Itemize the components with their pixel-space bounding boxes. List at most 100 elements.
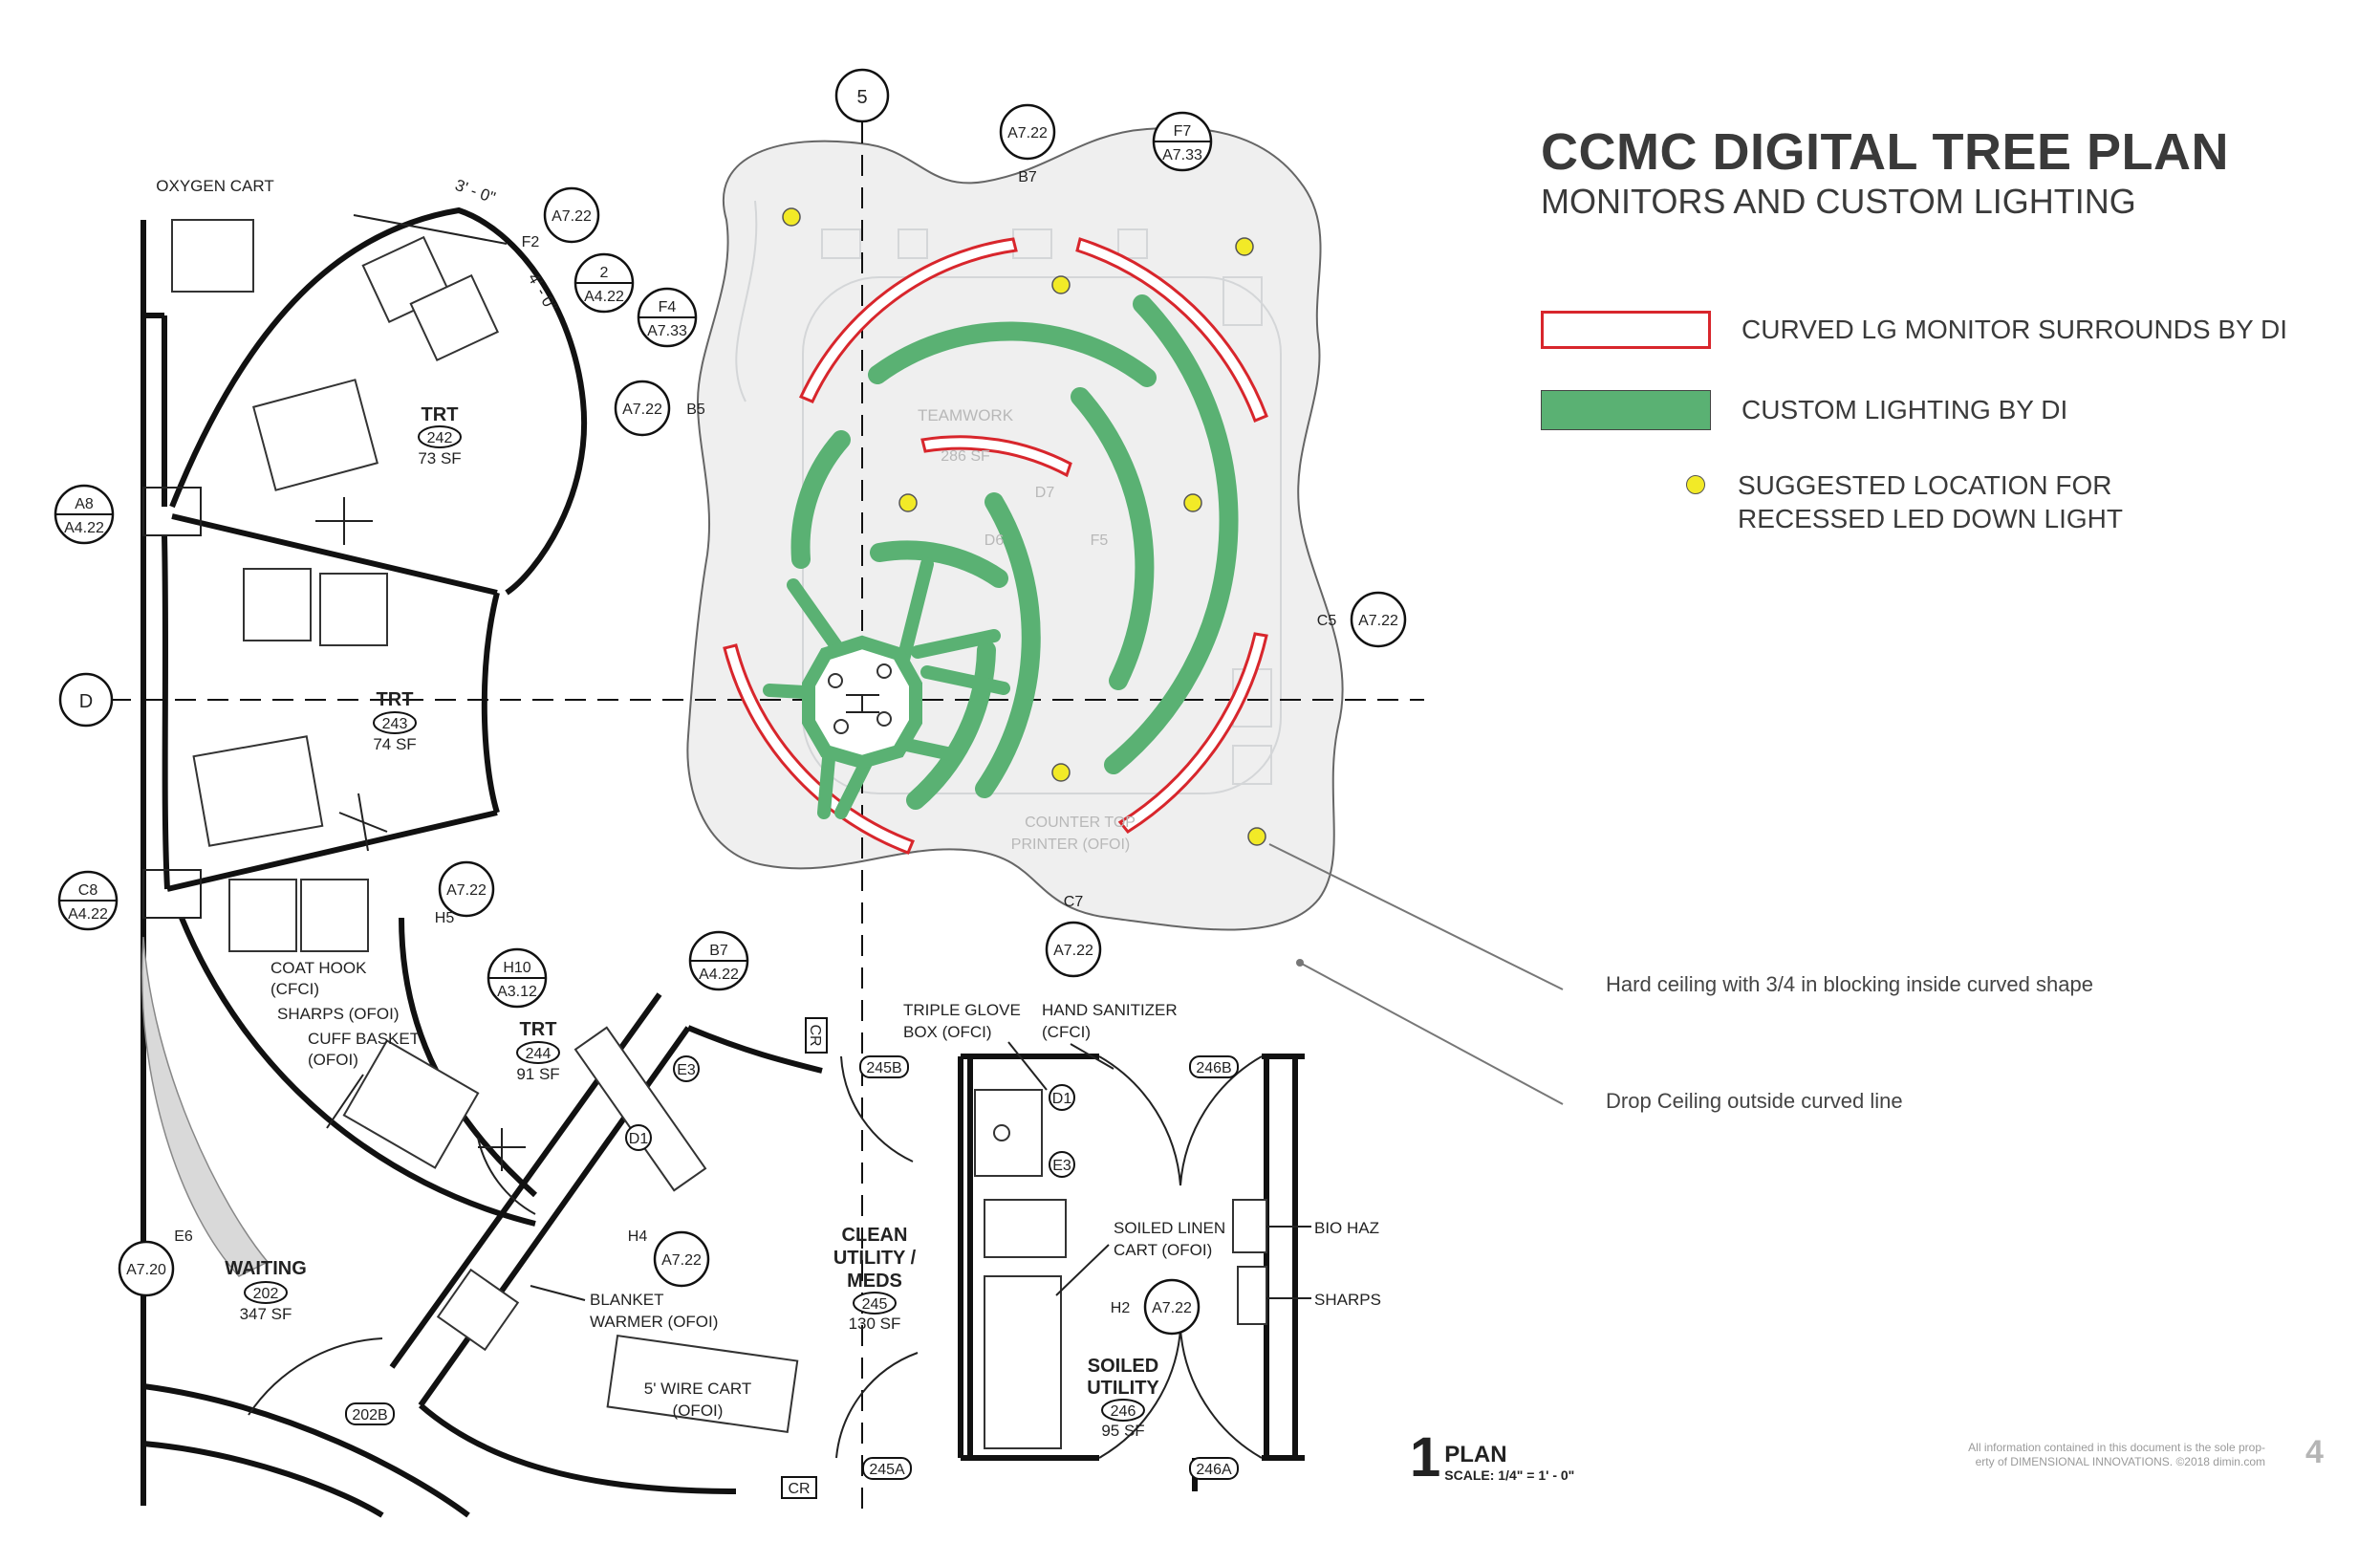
lighting-arc-3 [1104, 294, 1239, 774]
tag-b7-lower-sheet: A4.22 [699, 967, 739, 983]
monitor-surrounds [723, 237, 1268, 855]
note-soiled-linen-2: CART (OFOI) [1114, 1241, 1212, 1259]
tag-e3-right: E3 [1052, 1158, 1071, 1174]
page-title: CCMC DIGITAL TREE PLAN [1541, 123, 2229, 181]
tag-a722-h4: A7.22 [661, 1252, 702, 1269]
grid-bubble-5 [834, 68, 890, 123]
legend-swatch-monitor [1541, 311, 1711, 349]
monitor-surround-top-right [1075, 237, 1268, 423]
tag-a8-sheet: A4.22 [64, 520, 104, 536]
walls-left-wing [141, 206, 823, 1518]
room-trt243: TRT 243 74 SF [373, 689, 417, 753]
lighting-arc-6 [975, 492, 1041, 798]
tag-a722-h5: A7.22 [446, 882, 487, 899]
room-name-2: UTILITY [1087, 1378, 1159, 1399]
room-number: 202 [253, 1286, 279, 1302]
room-soiled-utility: SOILED UTILITY 246 95 SF [1087, 1356, 1159, 1440]
trt244-door-swing [477, 1137, 536, 1215]
legend-item-lighting: CUSTOM LIGHTING BY DI [1541, 388, 2363, 432]
room-area: 95 SF [1101, 1422, 1144, 1440]
plan-text: PLAN SCALE: 1/4" = 1' - 0" [1444, 1444, 1574, 1484]
room-name-1: SOILED [1088, 1356, 1158, 1377]
tag-cr-bottom: CR [788, 1481, 810, 1497]
room-clean-utility: CLEAN UTILITY / MEDS 245 130 SF [833, 1225, 917, 1333]
note-wire-cart: 5' WIRE CART [644, 1380, 752, 1398]
note-bio-haz: BIO HAZ [1314, 1219, 1379, 1237]
note-hand-sanitizer-2: (CFCI) [1042, 1023, 1091, 1041]
door-tags: 245B 246B 245A 246A 202B CR CR [345, 1017, 1239, 1499]
door-245a: 245A [869, 1462, 905, 1478]
printer-label-1: COUNTER TOP [1025, 815, 1136, 831]
legend-label-downlight-2: RECESSED LED DOWN LIGHT [1738, 504, 2123, 533]
legend-swatch-downlight [1686, 475, 1705, 494]
monitor-surround-top-left [798, 237, 1018, 403]
copyright-line-2: erty of DIMENSIONAL INNOVATIONS. ©2018 d… [1975, 1455, 2265, 1468]
trt244-furniture [228, 879, 526, 1171]
tag-c8-sheet: A4.22 [68, 906, 108, 923]
printer-label-2: PRINTER (OFOI) [1011, 837, 1130, 853]
room-area: 91 SF [516, 1065, 559, 1083]
note-blanket-warmer-2: WARMER (OFOI) [590, 1313, 718, 1331]
copyright-line-1: All information contained in this docume… [1968, 1441, 2265, 1454]
section-tags: A8 A4.22 C8 A4.22 B7 A4.22 H10 A3.12 2 A… [54, 103, 1407, 1336]
note-triple-glove-2: BOX (OFCI) [903, 1023, 992, 1041]
room-name-1: CLEAN [842, 1225, 908, 1246]
equipment-notes: COAT HOOK (CFCI) SHARPS (OFOI) CUFF BASK… [270, 959, 1381, 1420]
tag-d6: D6 [984, 532, 1005, 549]
room-name: TRT [377, 689, 414, 710]
downlight [1247, 827, 1266, 846]
tag-h2: H2 [1111, 1300, 1131, 1316]
tag-2-sheet: A4.22 [584, 289, 624, 305]
soiled-utility-walls [835, 1054, 1305, 1491]
column-c8 [142, 869, 202, 919]
downlight [782, 207, 801, 227]
lighting-tree-branches [763, 557, 1010, 819]
room-name: TRT [422, 404, 459, 425]
tag-a722-b5: A7.22 [622, 402, 662, 418]
note-cuff-basket-2: (OFOI) [308, 1051, 358, 1069]
tag-c5: C5 [1317, 613, 1337, 629]
tag-f7: F7 [1174, 123, 1192, 140]
note-triple-glove: TRIPLE GLOVE [903, 1001, 1021, 1019]
downlight [1183, 493, 1202, 512]
dim-3ft: 3' - 0" [453, 176, 498, 207]
legend-label-monitor: CURVED LG MONITOR SURROUNDS BY DI [1742, 315, 2287, 344]
legend-swatch-lighting [1541, 390, 1711, 430]
page-number: 4 [2305, 1434, 2324, 1470]
lighting-arc-7 [906, 641, 996, 810]
room-area: 347 SF [240, 1305, 292, 1323]
downlight [1051, 763, 1071, 782]
tag-e3-left: E3 [677, 1062, 696, 1078]
plan-label: 1 PLAN SCALE: 1/4" = 1' - 0" [1410, 1430, 1574, 1486]
tag-a722-c5: A7.22 [1358, 613, 1398, 629]
room-trt244: TRT 244 91 SF [516, 1019, 560, 1083]
footer-copyright: All information contained in this docume… [1864, 1441, 2265, 1469]
tag-d1-right: D1 [1052, 1091, 1072, 1107]
room-waiting: WAITING 202 347 SF [225, 1258, 307, 1323]
room-number: 246 [1111, 1403, 1136, 1420]
teamwork-label: TEAMWORK [918, 406, 1014, 424]
note-coat-hook-2: (CFCI) [270, 980, 319, 998]
tag-f4: F4 [659, 299, 677, 315]
room-area: 73 SF [418, 449, 461, 467]
legend-item-monitor: CURVED LG MONITOR SURROUNDS BY DI [1541, 308, 2363, 352]
note-coat-hook: COAT HOOK [270, 959, 367, 977]
tag-a722-h2: A7.22 [1152, 1300, 1192, 1316]
window-wall-hatch [141, 936, 270, 1277]
recessed-downlights [782, 207, 1266, 846]
tag-2: 2 [600, 265, 609, 281]
clean-utility-furniture [436, 1026, 799, 1433]
tag-f4-sheet: A7.33 [647, 323, 687, 339]
leader-hard-ceiling [1268, 843, 1564, 990]
equipment-tags: E3 D1 D1 E3 [625, 1055, 1075, 1178]
tag-h10: H10 [503, 960, 530, 976]
teamwork-area: 286 SF [941, 448, 990, 465]
room-number: 245 [862, 1296, 888, 1313]
tag-c7: C7 [1064, 894, 1084, 910]
tag-b7-lower: B7 [709, 943, 728, 959]
room-name-2: UTILITY / [833, 1248, 917, 1269]
tag-c8: C8 [78, 882, 98, 899]
tag-f7-sheet: A7.33 [1162, 147, 1202, 163]
callout-hard-ceiling: Hard ceiling with 3/4 in blocking inside… [1606, 972, 2093, 996]
